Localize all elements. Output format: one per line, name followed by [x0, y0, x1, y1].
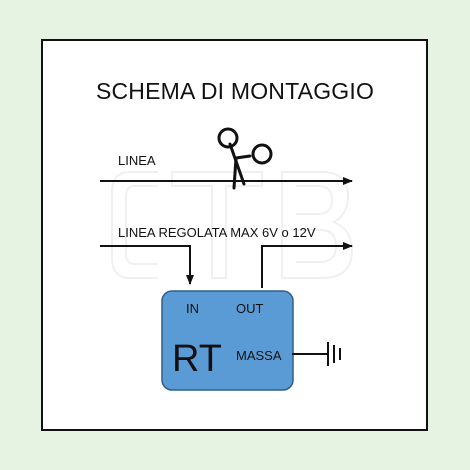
module-ground-label: MASSA [236, 348, 282, 363]
line-label: LINEA [118, 153, 156, 168]
rt-module [161, 290, 294, 391]
regulated-line-label: LINEA REGOLATA MAX 6V o 12V [118, 225, 316, 240]
module-output-label: OUT [236, 301, 264, 316]
module-input-label: IN [186, 301, 199, 316]
output-wire [261, 242, 353, 288]
input-wire [100, 245, 194, 285]
diagram-title: SCHEMA DI MONTAGGIO [95, 78, 375, 104]
ground-icon [327, 342, 341, 366]
scissors-icon [217, 127, 273, 190]
module-name: RT [172, 338, 222, 380]
